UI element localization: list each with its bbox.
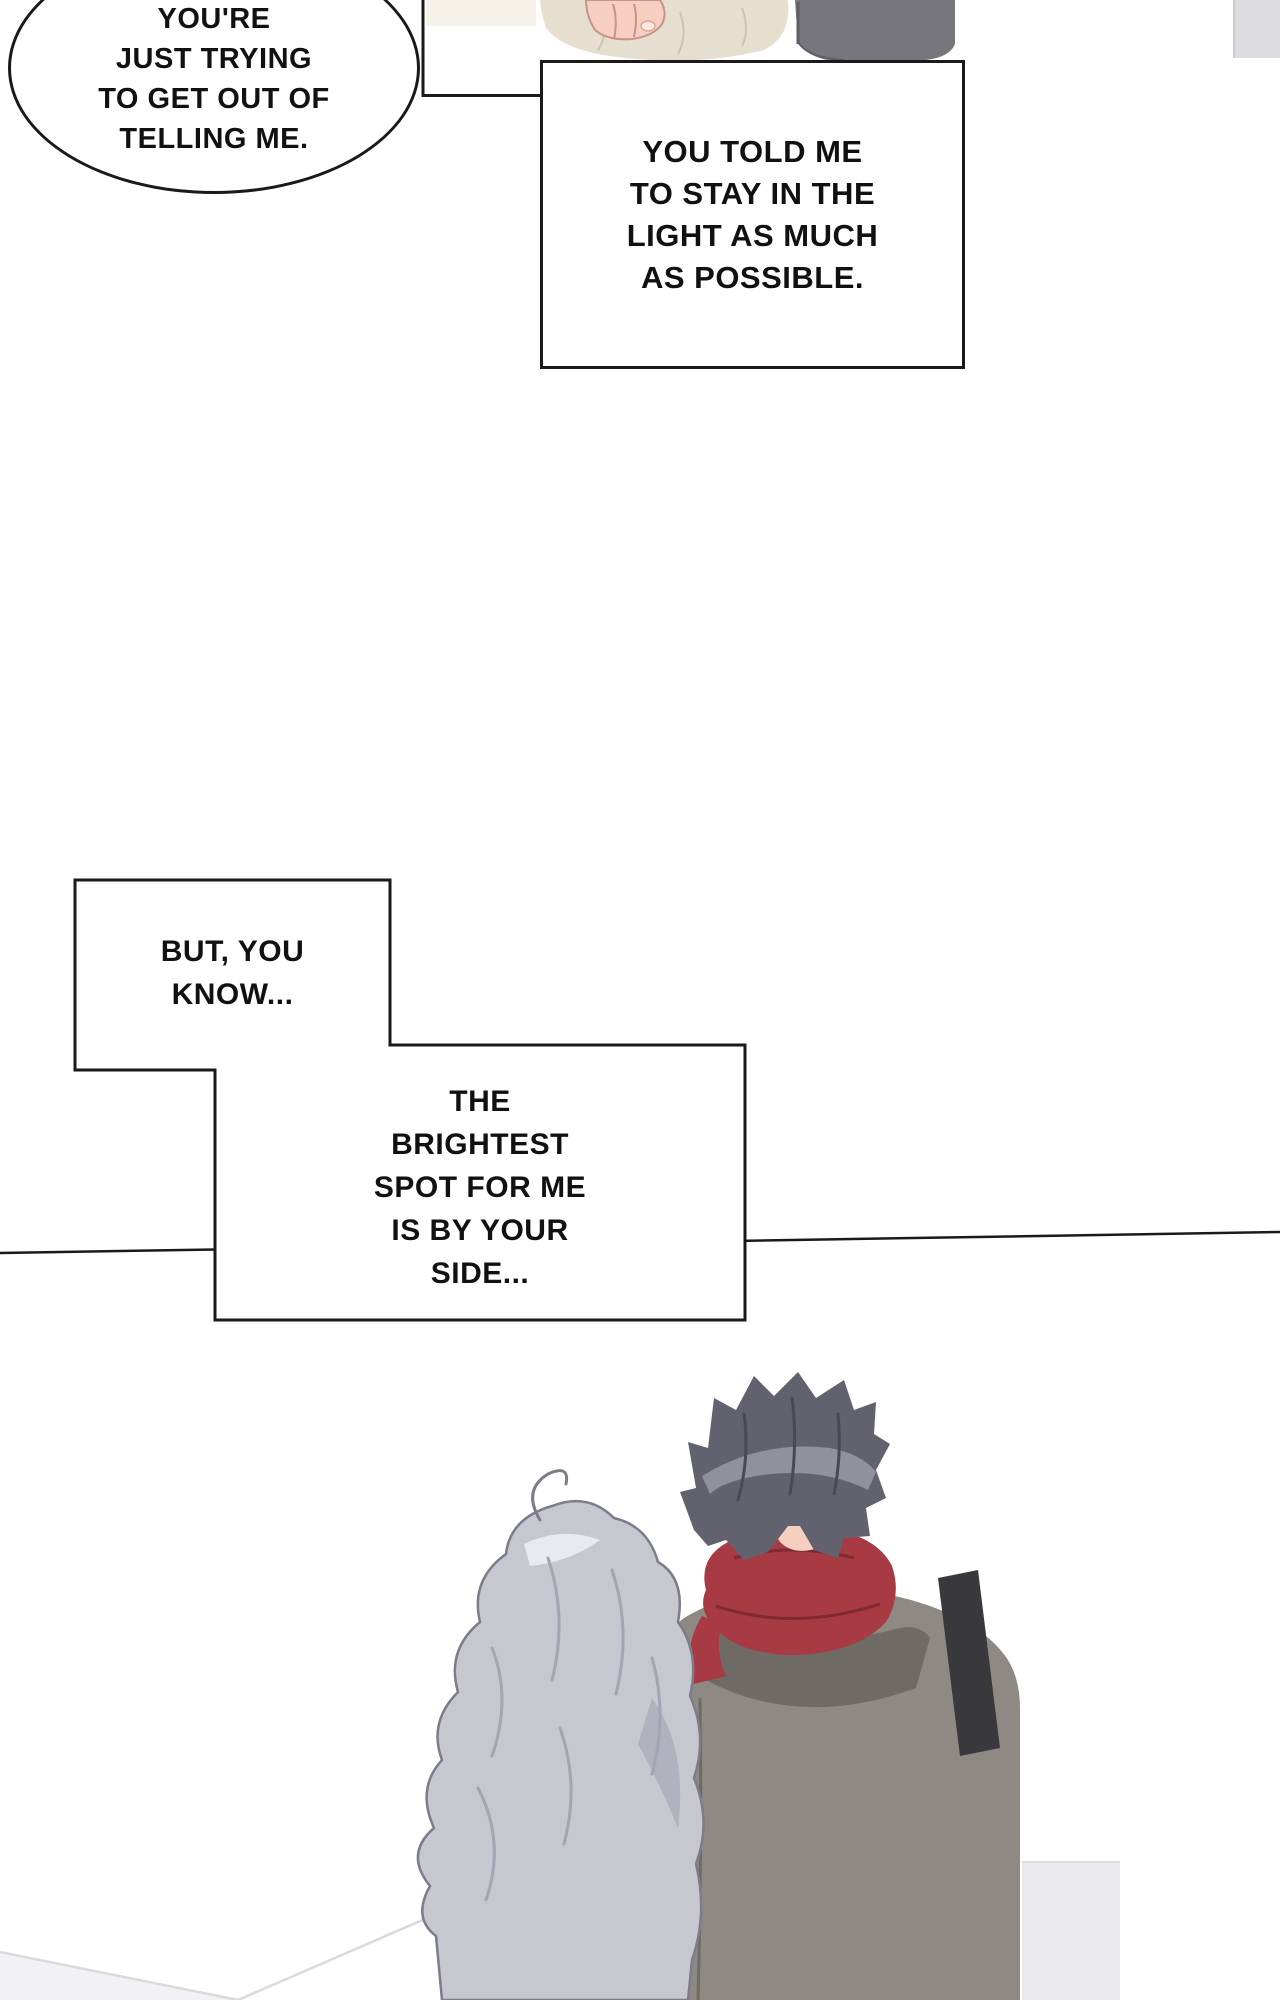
bottom-panel-artwork: [0, 1230, 1280, 2000]
stepped-speech-box-outline: [73, 878, 747, 1322]
panel-border: [421, 0, 550, 97]
fingernail: [640, 20, 656, 32]
speech-line: YOU'RE: [157, 3, 271, 35]
speech-line: JUST TRYING: [115, 43, 313, 75]
top-panel-artwork: [421, 0, 1280, 97]
hair-highlight: [524, 1533, 600, 1566]
hair-shadow: [638, 1698, 681, 1828]
speech-line: KNOW...: [171, 978, 294, 1011]
speech-bubble-ellipse-text: YOU'RE JUST TRYING TO GET OUT OF TELLING…: [11, 0, 417, 159]
hand: [584, 0, 666, 41]
character-left-silver-hair: [416, 1469, 705, 2000]
speech-line: TO GET OUT OF: [98, 83, 330, 115]
speech-line: SIDE...: [430, 1257, 530, 1290]
speech-line: BRIGHTEST: [391, 1128, 569, 1161]
floor-line: [0, 1950, 239, 2000]
speech-box-top-right-text: YOU TOLD ME TO STAY IN THE LIGHT AS MUCH…: [627, 131, 879, 299]
speech-line: SPOT FOR ME: [373, 1171, 587, 1204]
silver-hair: [416, 1499, 705, 2000]
hair-strand-lines: [476, 1556, 662, 1902]
pale-wall-tint: [426, 0, 536, 26]
speech-box-top-right: YOU TOLD ME TO STAY IN THE LIGHT AS MUCH…: [540, 60, 965, 369]
stepped-speech-box: [73, 878, 747, 1322]
character-right: [650, 1372, 1020, 2000]
wall-strip: [1234, 0, 1280, 58]
speech-line: TO STAY IN THE: [629, 175, 876, 211]
speech-line: IS BY YOUR: [391, 1214, 569, 1247]
bag-strap: [938, 1570, 1000, 1756]
speech-line: AS POSSIBLE.: [640, 259, 865, 295]
speech-bubble-ellipse: YOU'RE JUST TRYING TO GET OUT OF TELLING…: [8, 0, 420, 194]
pale-panel: [1022, 1862, 1120, 2000]
speech-line: YOU TOLD ME: [642, 133, 863, 169]
speech-box-mid-text: BUT, YOU KNOW...: [75, 930, 390, 1016]
speech-line: BUT, YOU: [160, 935, 305, 968]
speech-line: THE: [449, 1085, 511, 1118]
dark-hair: [680, 1372, 890, 1560]
speech-line: LIGHT AS MUCH: [626, 217, 879, 253]
speech-line: TELLING ME.: [119, 123, 309, 155]
ahoge-strand: [531, 1469, 569, 1522]
speech-box-bottom-text: THE BRIGHTEST SPOT FOR ME IS BY YOUR SID…: [215, 1080, 745, 1295]
gray-jacket: [795, 0, 955, 62]
background-shapes: [0, 1861, 1120, 2000]
